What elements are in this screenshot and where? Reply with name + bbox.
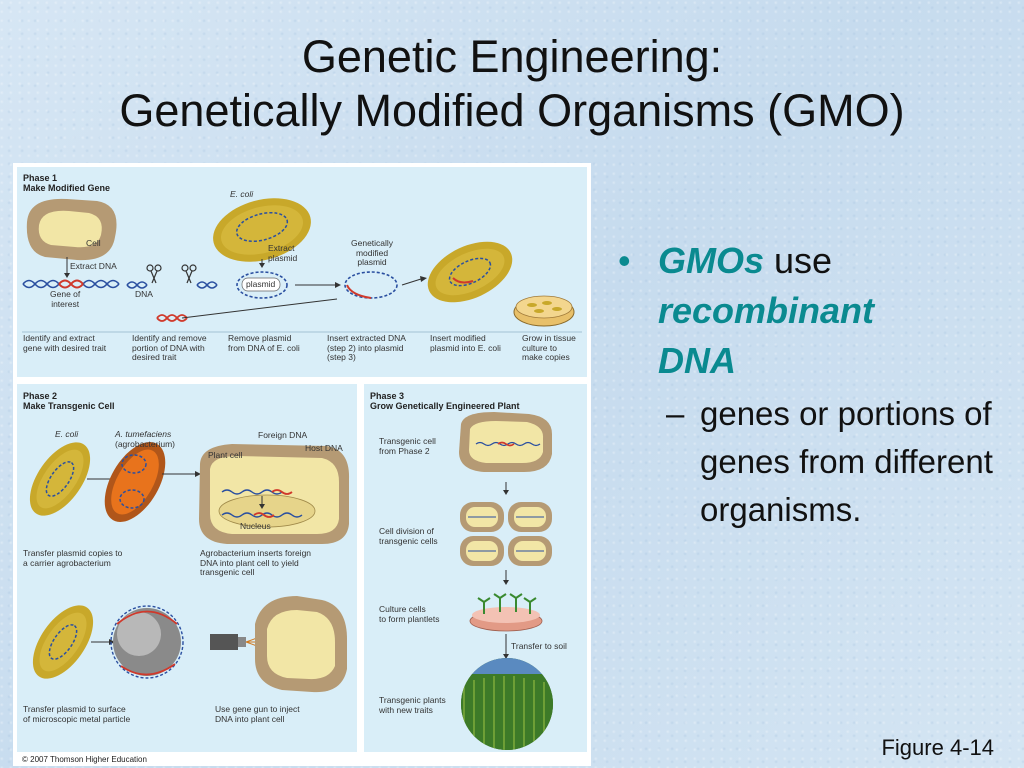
plant-cell-2 <box>255 596 347 693</box>
sub-bullet-dash: – <box>666 395 685 432</box>
plant-cell <box>199 444 350 544</box>
phase2-diagram <box>29 442 350 693</box>
dividing-cells <box>460 502 552 566</box>
phase1-heading: Phase 1 Make Modified Gene <box>23 173 111 193</box>
title-line-2: Genetically Modified Organisms (GMO) <box>119 85 905 136</box>
bullet-gmos: GMOs <box>658 240 765 281</box>
bullet-use: use <box>764 240 833 281</box>
crop-field <box>461 658 553 750</box>
bullet-recombinant: recombinant <box>658 290 875 331</box>
label-ecoli-2: E. coli <box>55 429 79 439</box>
petri-dish <box>513 295 575 327</box>
figure-label: Figure 4-14 <box>881 735 994 760</box>
label-gene-of-interest: Gene of interest <box>50 289 81 309</box>
copyright-text: © 2007 Thomson Higher Education <box>22 755 147 764</box>
label-foreign-dna: Foreign DNA <box>258 430 308 440</box>
phase1-diagram <box>22 198 582 333</box>
phase2-ecoli <box>29 442 91 516</box>
dna-cut <box>126 281 218 322</box>
dna-strand-left <box>22 279 120 289</box>
bullet-dot: • <box>618 240 631 281</box>
phase1-caption-4: Insert extracted DNA(step 2) into plasmi… <box>327 333 406 362</box>
label-ecoli-1: E. coli <box>230 189 254 199</box>
sub-bullet-text: genes or portions of genes from differen… <box>700 395 993 528</box>
bullet-1: • GMOs use recombinant DNA <box>618 236 1018 386</box>
label-plant-cell: Plant cell <box>208 450 243 460</box>
agrobacterium <box>104 442 166 522</box>
metal-particle <box>110 605 184 679</box>
label-host-dna: Host DNA <box>305 443 343 453</box>
bullet-list: • GMOs use recombinant DNA – genes or po… <box>618 236 1018 534</box>
phase2-heading: Phase 2 Make Transgenic Cell <box>23 391 115 411</box>
plantlet-dish <box>469 593 543 632</box>
slide-title: Genetic Engineering: Genetically Modifie… <box>0 30 1024 138</box>
label-cell: Cell <box>86 238 101 248</box>
phase2-ecoli-2 <box>32 605 94 679</box>
ecoli-bacterium <box>213 198 311 262</box>
label-extract-dna: Extract DNA <box>70 261 117 271</box>
phase3-heading: Phase 3 Grow Genetically Engineered Plan… <box>370 391 520 411</box>
label-gm-plasmid: Genetically modified plasmid <box>351 238 394 267</box>
modified-ecoli <box>427 241 513 303</box>
label-plasmid: plasmid <box>246 279 276 289</box>
label-atumefaciens: A. tumefaciens (agrobacterium) <box>115 429 175 449</box>
label-extract-plasmid: Extract plasmid <box>268 243 298 263</box>
bullet-dna: DNA <box>658 340 736 381</box>
scissors-icon-1 <box>146 264 162 284</box>
label-nucleus: Nucleus <box>240 521 271 531</box>
extracted-plasmid <box>236 271 288 299</box>
scissors-icon-2 <box>181 264 197 284</box>
label-dna: DNA <box>135 289 153 299</box>
label-transfer-to-soil: Transfer to soil <box>511 641 567 651</box>
cell-inner <box>38 210 102 248</box>
title-line-1: Genetic Engineering: <box>301 31 723 82</box>
transgenic-cell <box>459 412 552 472</box>
phase3-diagram <box>459 412 553 750</box>
modified-plasmid <box>344 271 398 299</box>
sub-bullet-1: – genes or portions of genes from differ… <box>618 390 1018 534</box>
